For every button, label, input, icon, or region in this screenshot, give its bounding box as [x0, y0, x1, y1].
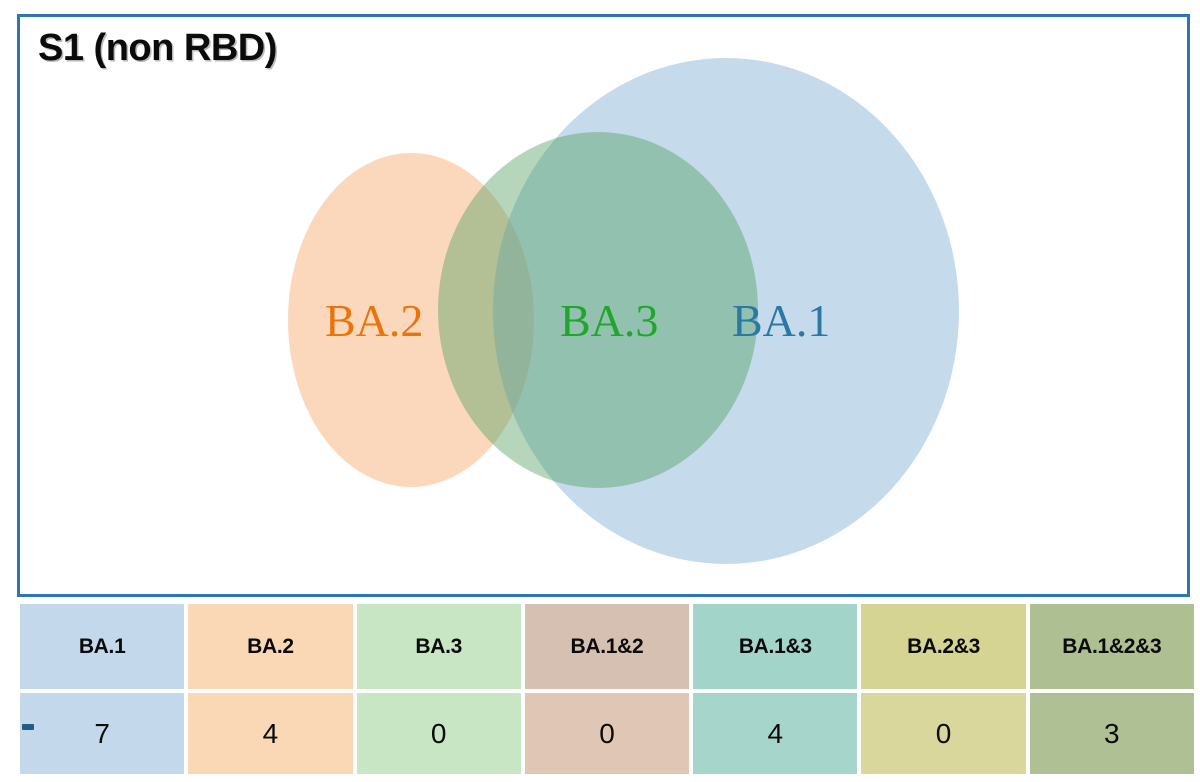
table-value-cell-ba2and3: 0	[861, 693, 1026, 774]
row-marker-dash	[22, 724, 34, 730]
venn-label-ba3: BA.3	[560, 295, 659, 346]
venn-label-ba2: BA.2	[325, 295, 424, 346]
table-value-cell-ba1and2: 0	[524, 693, 690, 774]
venn-circle-ba1[interactable]	[493, 58, 959, 564]
table-value-cell-ba1and3: 4	[693, 693, 858, 774]
table-header-cell-ba1and2and3: BA.1&2&3	[1029, 604, 1194, 689]
table-value-cell-ba2: 4	[188, 693, 353, 774]
table-header-cell-ba1: BA.1	[20, 604, 185, 689]
table-value-cell-ba1and2and3: 3	[1029, 693, 1194, 774]
venn-diagram: BA.2 BA.3 BA.1	[20, 17, 1187, 594]
table-header-cell-ba1and3: BA.1&3	[693, 604, 858, 689]
venn-panel: S1 (non RBD) BA.2 BA.3 BA.1	[17, 14, 1190, 597]
venn-circle-ba3[interactable]	[438, 132, 758, 488]
venn-label-ba1: BA.1	[732, 295, 831, 346]
table-header-cell-ba2: BA.2	[188, 604, 353, 689]
table-value-cell-ba3: 0	[356, 693, 521, 774]
table-header-cell-ba1and2: BA.1&2	[524, 604, 690, 689]
table-header-row: BA.1 BA.2 BA.3 BA.1&2 BA.1&3 BA.2&3 BA.1…	[20, 604, 1194, 689]
table-header-cell-ba3: BA.3	[356, 604, 521, 689]
table-value-cell-ba1: 7	[20, 693, 185, 774]
venn-svg	[288, 58, 959, 564]
counts-table: BA.1 BA.2 BA.3 BA.1&2 BA.1&3 BA.2&3 BA.1…	[20, 604, 1194, 778]
table-value-row: 7 4 0 0 4 0 3	[20, 693, 1194, 774]
venn-circle-ba2[interactable]	[288, 153, 534, 487]
table-header-cell-ba2and3: BA.2&3	[861, 604, 1026, 689]
page-title: S1 (non RBD)	[38, 27, 277, 69]
